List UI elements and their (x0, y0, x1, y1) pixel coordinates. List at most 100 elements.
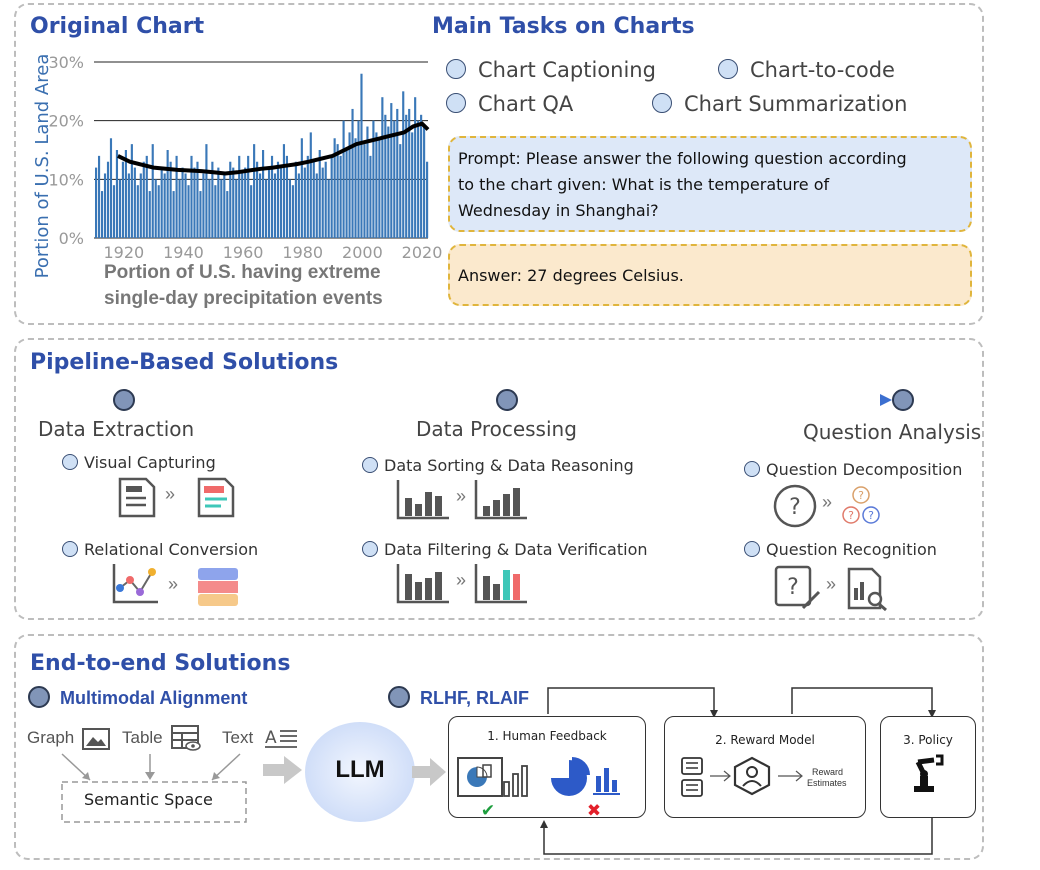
chart-bar (393, 120, 396, 238)
chart-bar (151, 144, 154, 238)
llm-label: LLM (335, 756, 385, 783)
chart-bar (300, 138, 303, 238)
hexagon-user-icon (733, 756, 771, 796)
chart-bar (402, 91, 405, 238)
y-tick-label: 0% (59, 229, 84, 248)
chart-bar (112, 185, 116, 238)
chart-bar (399, 144, 402, 238)
y-tick-label: 10% (48, 170, 84, 189)
chart-bar (154, 179, 157, 238)
chart-bar (256, 161, 259, 238)
bullet-icon (388, 686, 410, 709)
chart-bar (309, 132, 312, 238)
chart-bar (315, 173, 318, 238)
timeline-node-1 (113, 389, 135, 411)
original-chart-title: Original Chart (30, 14, 205, 39)
chart-bar (160, 167, 163, 238)
chart-bar (282, 144, 286, 238)
prompt-box: Prompt: Please answer the following ques… (448, 136, 972, 232)
prompt-line-1: Prompt: Please answer the following ques… (458, 149, 907, 168)
input-text-label: Text (222, 728, 254, 747)
pipeline-panel (14, 338, 984, 620)
chart-bar (136, 185, 139, 238)
y-tick-label: 30% (48, 53, 84, 72)
document-icon (118, 477, 156, 518)
chart-bar (339, 155, 342, 238)
chart-bar (211, 161, 214, 238)
chart-bar (375, 132, 378, 238)
chat-icon (681, 757, 703, 775)
table-view-icon (171, 725, 201, 751)
image-icon (82, 728, 110, 750)
chart-bar (208, 179, 211, 238)
chart-bar (384, 114, 387, 238)
trend-line (117, 121, 430, 176)
bullet-icon (362, 541, 378, 557)
x-tick-label: 1960 (223, 243, 264, 262)
prompt-line-2: to the chart given: What is the temperat… (458, 175, 830, 194)
multimodal-alignment-heading: Multimodal Alignment (28, 686, 247, 709)
chart-bar (238, 155, 241, 238)
task-chart-summarization: Chart Summarization (652, 92, 907, 116)
question-mark-glyph: ? (789, 495, 801, 520)
question-recognition-label: Question Recognition (744, 540, 937, 559)
chart-bar (405, 114, 408, 238)
question-mark-glyph: ? (848, 509, 854, 522)
bullet-icon (652, 93, 672, 113)
chart-bar (291, 185, 294, 238)
chart-bar (369, 155, 372, 238)
pipeline-title: Pipeline-Based Solutions (30, 350, 339, 375)
bullet-icon (744, 461, 760, 477)
chart-bar (360, 73, 363, 238)
chart-bar (229, 161, 232, 238)
chart-bar (115, 150, 119, 238)
semantic-space-box (61, 781, 247, 823)
x-tick-label: 2000 (342, 243, 383, 262)
chart-bar (97, 155, 101, 238)
chart-bar (390, 103, 393, 238)
step-data-extraction: Data Extraction (38, 417, 195, 441)
text-format-icon: A (265, 728, 297, 748)
bullet-icon (28, 686, 50, 709)
chart-bar (396, 108, 399, 238)
chart-bar (270, 155, 274, 238)
chart-bar (163, 173, 166, 238)
policy-title: 3. Policy (903, 733, 953, 747)
x-tick-label: 2020 (402, 243, 443, 262)
llm-to-feedback-arrow (412, 758, 446, 786)
chart-bar (372, 120, 375, 238)
question-decomposition-label: Question Decomposition (744, 460, 962, 479)
step-data-processing: Data Processing (416, 417, 577, 441)
chart-bar (244, 167, 247, 238)
chart-bar (279, 167, 283, 238)
precipitation-chart: Portion of U.S. Land Area 0%10%20%30% 19… (32, 53, 442, 278)
reward-model-diagram (681, 756, 803, 797)
end-to-end-title: End-to-end Solutions (30, 651, 291, 676)
question-mark-glyph: ? (787, 575, 799, 600)
step-question-analysis: Question Analysis (803, 420, 982, 444)
chart-bar (157, 185, 160, 238)
question-circle-icon: ? (773, 484, 817, 528)
timeline-node-3 (892, 389, 914, 411)
to-llm-arrow (263, 756, 302, 784)
chart-bar (205, 144, 208, 238)
answer-box: Answer: 27 degrees Celsius. (448, 244, 972, 306)
chart-bar (118, 179, 122, 238)
arrow-glyph: » (168, 574, 179, 594)
arrow-glyph: » (456, 570, 467, 590)
chart-bar (408, 108, 411, 238)
chart-bar (190, 155, 193, 238)
visual-capturing-label: Visual Capturing (62, 453, 216, 472)
chart-bar (217, 167, 220, 238)
chart-bar (178, 179, 181, 238)
chart-bar (414, 97, 417, 238)
chart-bar (109, 138, 113, 238)
chart-bar (387, 126, 390, 238)
chart-bar (321, 167, 324, 238)
chart-bar (420, 114, 423, 238)
table-icon (198, 568, 238, 606)
end-to-end-panel (14, 634, 984, 860)
policy-box: 3. Policy (880, 716, 976, 818)
chart-bar (166, 150, 169, 238)
chart-bar (247, 155, 250, 238)
